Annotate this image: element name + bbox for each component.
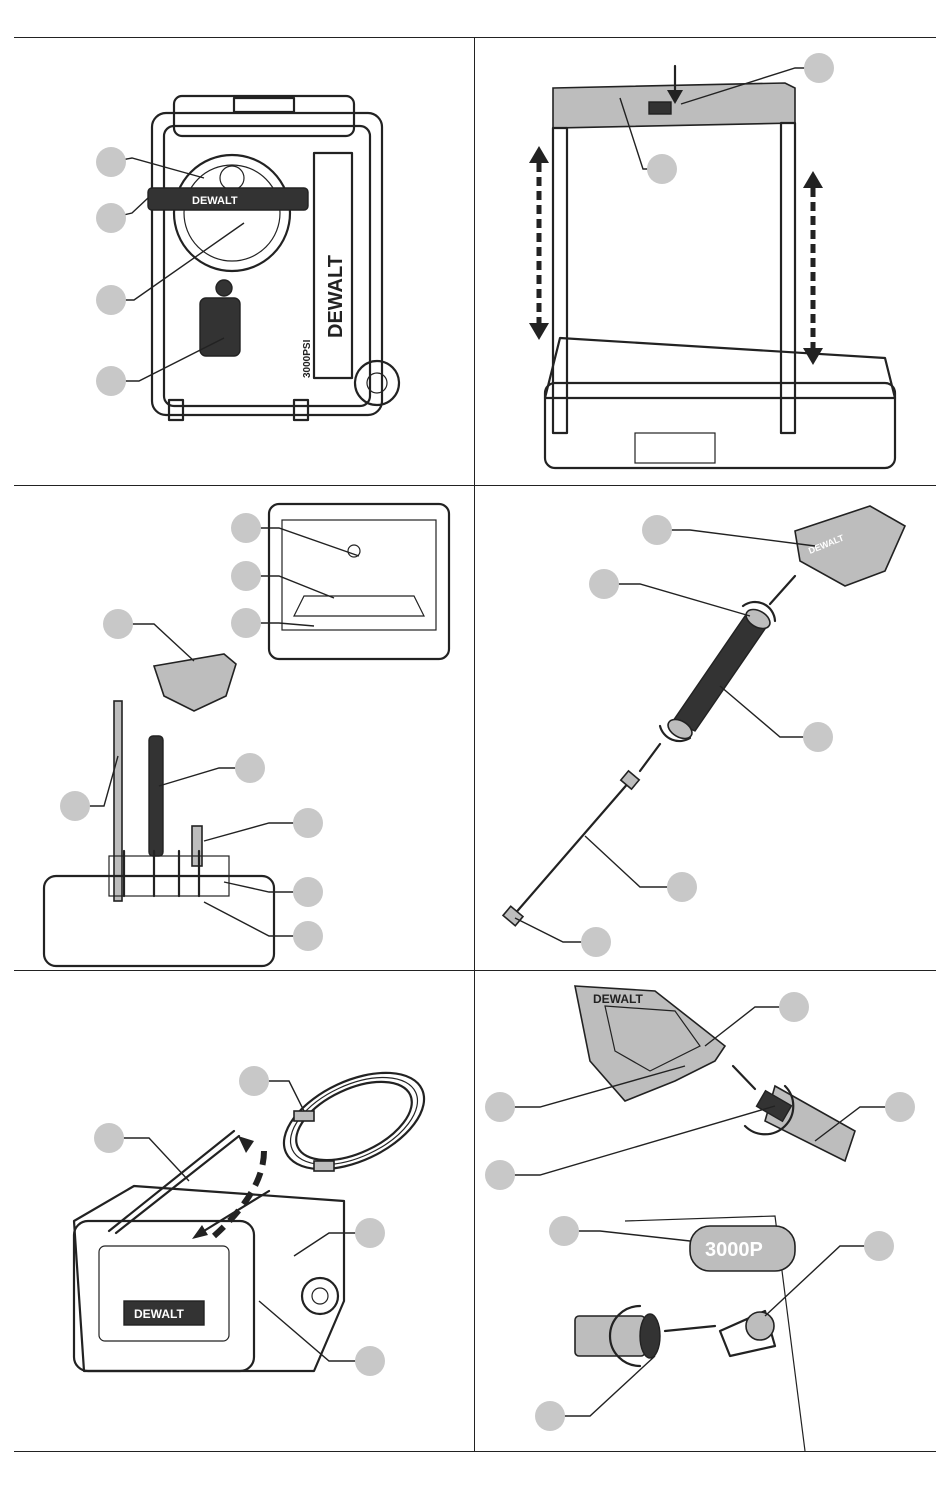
washer-top-tub	[545, 338, 895, 468]
dewalt-logo-side: DEWALT	[325, 255, 347, 338]
callout-marker-f6	[864, 1231, 894, 1261]
washer-top-storage	[44, 851, 274, 966]
storage-tray-inset	[269, 504, 449, 659]
bottom-rule	[14, 1451, 936, 1452]
callout-marker-c1	[231, 513, 261, 543]
telescoping-handle	[553, 83, 795, 433]
callout-marker-c2	[231, 561, 261, 591]
callout-marker-c7	[293, 808, 323, 838]
figure-f-hose-connection: DEWALT 3000P	[475, 971, 936, 1451]
nozzle-tip	[192, 826, 202, 866]
callout-marker-a4	[96, 366, 126, 396]
callout-marker-c9	[293, 921, 323, 951]
figure-a-front-view: DEWALT DEWALT 3000PSI	[14, 38, 474, 485]
washer-body-iso: DEWALT	[74, 1186, 344, 1371]
callout-marker-f7	[535, 1401, 565, 1431]
spray-gun	[154, 654, 236, 711]
side-brand-panel: DEWALT 3000PSI	[302, 255, 347, 378]
callout-marker-e1	[239, 1066, 269, 1096]
callout-marker-a2	[96, 203, 126, 233]
callout-marker-b1	[804, 53, 834, 83]
callout-marker-c8	[293, 877, 323, 907]
callout-marker-e4	[355, 1346, 385, 1376]
dewalt-logo-strap: DEWALT	[192, 195, 238, 207]
callout-marker-d5	[581, 927, 611, 957]
gun-handle-closeup: DEWALT	[575, 986, 725, 1101]
callout-marker-d1	[642, 515, 672, 545]
model-label-pump: 3000P	[705, 1239, 763, 1261]
callout-marker-f3	[885, 1092, 915, 1122]
figure-b-telescoping-handle	[475, 38, 936, 485]
callout-marker-d2	[589, 569, 619, 599]
pull-arrow-icon	[192, 1136, 269, 1239]
callout-marker-c4	[103, 609, 133, 639]
up-down-arrow-right-icon	[803, 171, 823, 365]
callout-marker-a3	[96, 285, 126, 315]
callout-marker-a1	[96, 147, 126, 177]
callout-marker-e2	[94, 1123, 124, 1153]
dewalt-logo-handle: DEWALT	[593, 992, 643, 1006]
figure-e-hose-removal: DEWALT	[14, 971, 474, 1451]
callout-marker-d4	[667, 872, 697, 902]
handle-lifted	[109, 1131, 239, 1233]
dewalt-logo-front: DEWALT	[134, 1307, 184, 1321]
washer-front-body	[152, 96, 399, 420]
wand-grip	[149, 736, 163, 856]
coiled-hose	[269, 1053, 439, 1189]
callout-marker-d3	[803, 722, 833, 752]
callout-marker-f4	[485, 1160, 515, 1190]
callout-marker-e3	[355, 1218, 385, 1248]
up-down-arrow-left-icon	[529, 146, 549, 340]
figure-c-accessory-storage	[14, 486, 474, 970]
front-handle-strap: DEWALT	[148, 188, 308, 210]
callout-marker-b2	[647, 154, 677, 184]
high-pressure-hose-end	[757, 1086, 855, 1161]
model-label-side: 3000PSI	[302, 339, 313, 378]
wand-extension	[114, 701, 122, 901]
wand-grip-assembly	[665, 606, 774, 743]
figure-d-wand-assembly: DEWALT	[475, 486, 936, 970]
extension-wand	[503, 771, 639, 926]
callout-marker-c6	[60, 791, 90, 821]
garden-hose-end	[575, 1314, 660, 1358]
callout-marker-f2	[485, 1092, 515, 1122]
callout-marker-c5	[235, 753, 265, 783]
callout-marker-f1	[779, 992, 809, 1022]
callout-marker-f5	[549, 1216, 579, 1246]
callout-marker-c3	[231, 608, 261, 638]
